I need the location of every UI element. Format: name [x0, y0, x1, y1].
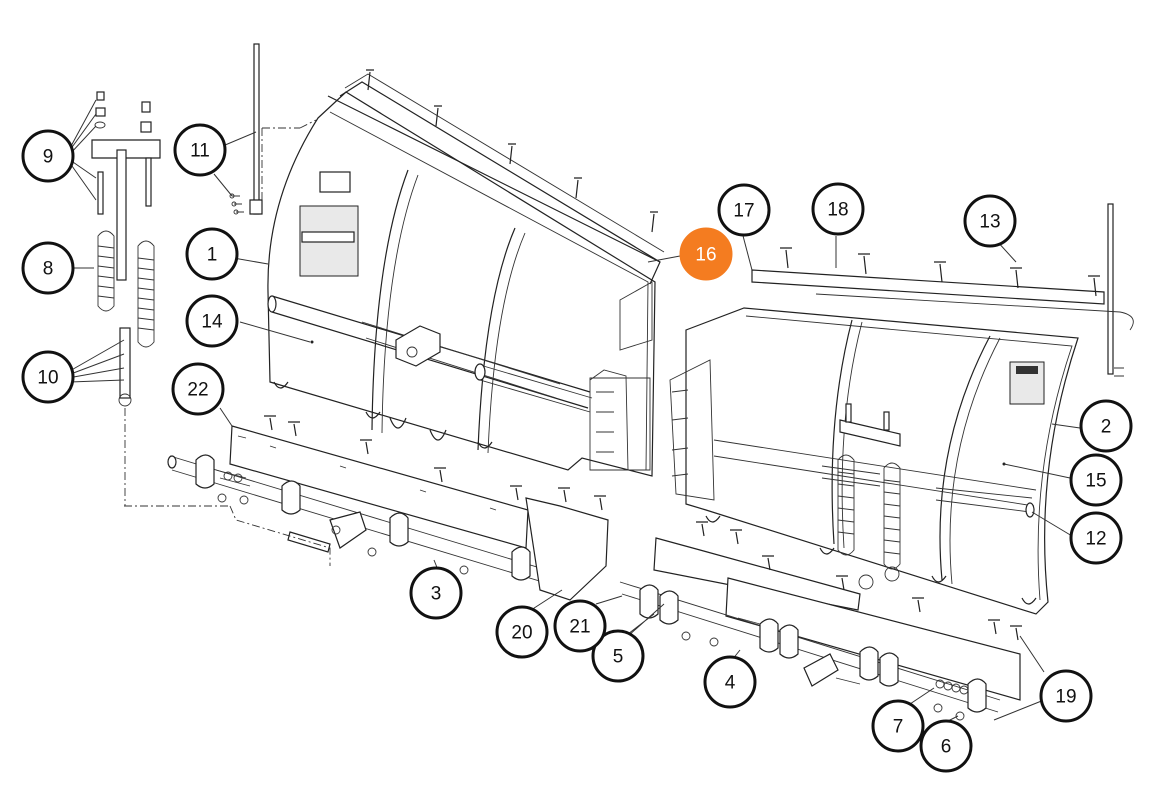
callout-18[interactable]: 18	[811, 182, 865, 236]
callout-label: 1	[207, 245, 218, 266]
callout-label: 4	[725, 673, 736, 694]
callout-17[interactable]: 17	[717, 183, 771, 237]
callout-circle	[591, 629, 645, 683]
callout-14[interactable]: 14	[185, 294, 239, 348]
callout-circle	[811, 182, 865, 236]
right-logo-decal	[1009, 361, 1045, 405]
callout-circle	[679, 227, 733, 281]
callout-label: 2	[1101, 417, 1112, 438]
callout-20[interactable]: 20	[495, 605, 549, 659]
callout-3[interactable]: 3	[409, 566, 463, 620]
callout-4[interactable]: 4	[703, 655, 757, 709]
right-spring-kit	[837, 403, 901, 590]
callout-circle	[871, 699, 925, 753]
callout-circle	[21, 350, 75, 404]
callout-circle	[553, 599, 607, 653]
callout-label: 22	[187, 380, 208, 401]
callout-label: 12	[1085, 529, 1106, 550]
callout-label: 9	[43, 147, 54, 168]
right-hinge-assembly	[619, 521, 1022, 721]
callout-15[interactable]: 15	[1069, 453, 1123, 507]
callout-circle	[495, 605, 549, 659]
leader-lines	[67, 99, 1081, 723]
callout-label: 10	[37, 368, 58, 389]
callout-circle	[1039, 669, 1093, 723]
callout-label: 17	[733, 201, 754, 222]
callout-circle	[185, 294, 239, 348]
logo-decal	[319, 171, 351, 193]
right-guide-rod	[1107, 203, 1114, 375]
callout-label: 15	[1085, 471, 1106, 492]
callout-label: 13	[979, 212, 1000, 233]
callout-circle	[21, 241, 75, 295]
callout-circle	[171, 362, 225, 416]
callout-9[interactable]: 9	[21, 129, 75, 183]
callout-label: 20	[511, 623, 532, 644]
callout-21[interactable]: 21	[553, 599, 607, 653]
callout-6[interactable]: 6	[919, 719, 973, 773]
callout-circle	[717, 183, 771, 237]
callout-19[interactable]: 19	[1039, 669, 1093, 723]
callout-2[interactable]: 2	[1079, 399, 1133, 453]
callout-16[interactable]: 16	[679, 227, 733, 281]
callout-label: 8	[43, 259, 54, 280]
callout-label: 21	[569, 617, 590, 638]
callout-circle	[1069, 511, 1123, 565]
right-cutting-edge	[751, 247, 1134, 331]
callout-label: 7	[893, 717, 904, 738]
callout-circle	[409, 566, 463, 620]
callout-circle	[963, 194, 1017, 248]
right-moldboard	[669, 307, 1079, 615]
callout-label: 5	[613, 647, 624, 668]
callout-label: 16	[695, 245, 716, 266]
blade-guide-rod	[229, 43, 263, 215]
callout-1[interactable]: 1	[185, 227, 239, 281]
callout-circle	[1069, 453, 1123, 507]
callout-circle	[919, 719, 973, 773]
callout-label: 3	[431, 584, 442, 605]
spring-kit	[91, 91, 161, 507]
left-moldboard	[267, 73, 665, 477]
callout-7[interactable]: 7	[871, 699, 925, 753]
callout-circle	[21, 129, 75, 183]
callout-10[interactable]: 10	[21, 350, 75, 404]
callout-circle	[703, 655, 757, 709]
left-assembly	[91, 43, 665, 601]
left-hinge-assembly	[167, 415, 609, 601]
right-assembly	[619, 203, 1134, 721]
callout-label: 6	[941, 737, 952, 758]
callout-circle	[185, 227, 239, 281]
callout-circle	[173, 123, 227, 177]
callout-5[interactable]: 5	[591, 629, 645, 683]
callout-label: 11	[190, 141, 210, 162]
callout-circle	[1079, 399, 1133, 453]
callout-label: 14	[201, 312, 223, 333]
callout-22[interactable]: 22	[171, 362, 225, 416]
callout-label: 18	[827, 200, 848, 221]
callout-8[interactable]: 8	[21, 241, 75, 295]
callout-12[interactable]: 12	[1069, 511, 1123, 565]
callout-11[interactable]: 11	[173, 123, 227, 177]
callout-13[interactable]: 13	[963, 194, 1017, 248]
left-cutting-edge	[327, 69, 661, 263]
callout-label: 19	[1055, 687, 1076, 708]
